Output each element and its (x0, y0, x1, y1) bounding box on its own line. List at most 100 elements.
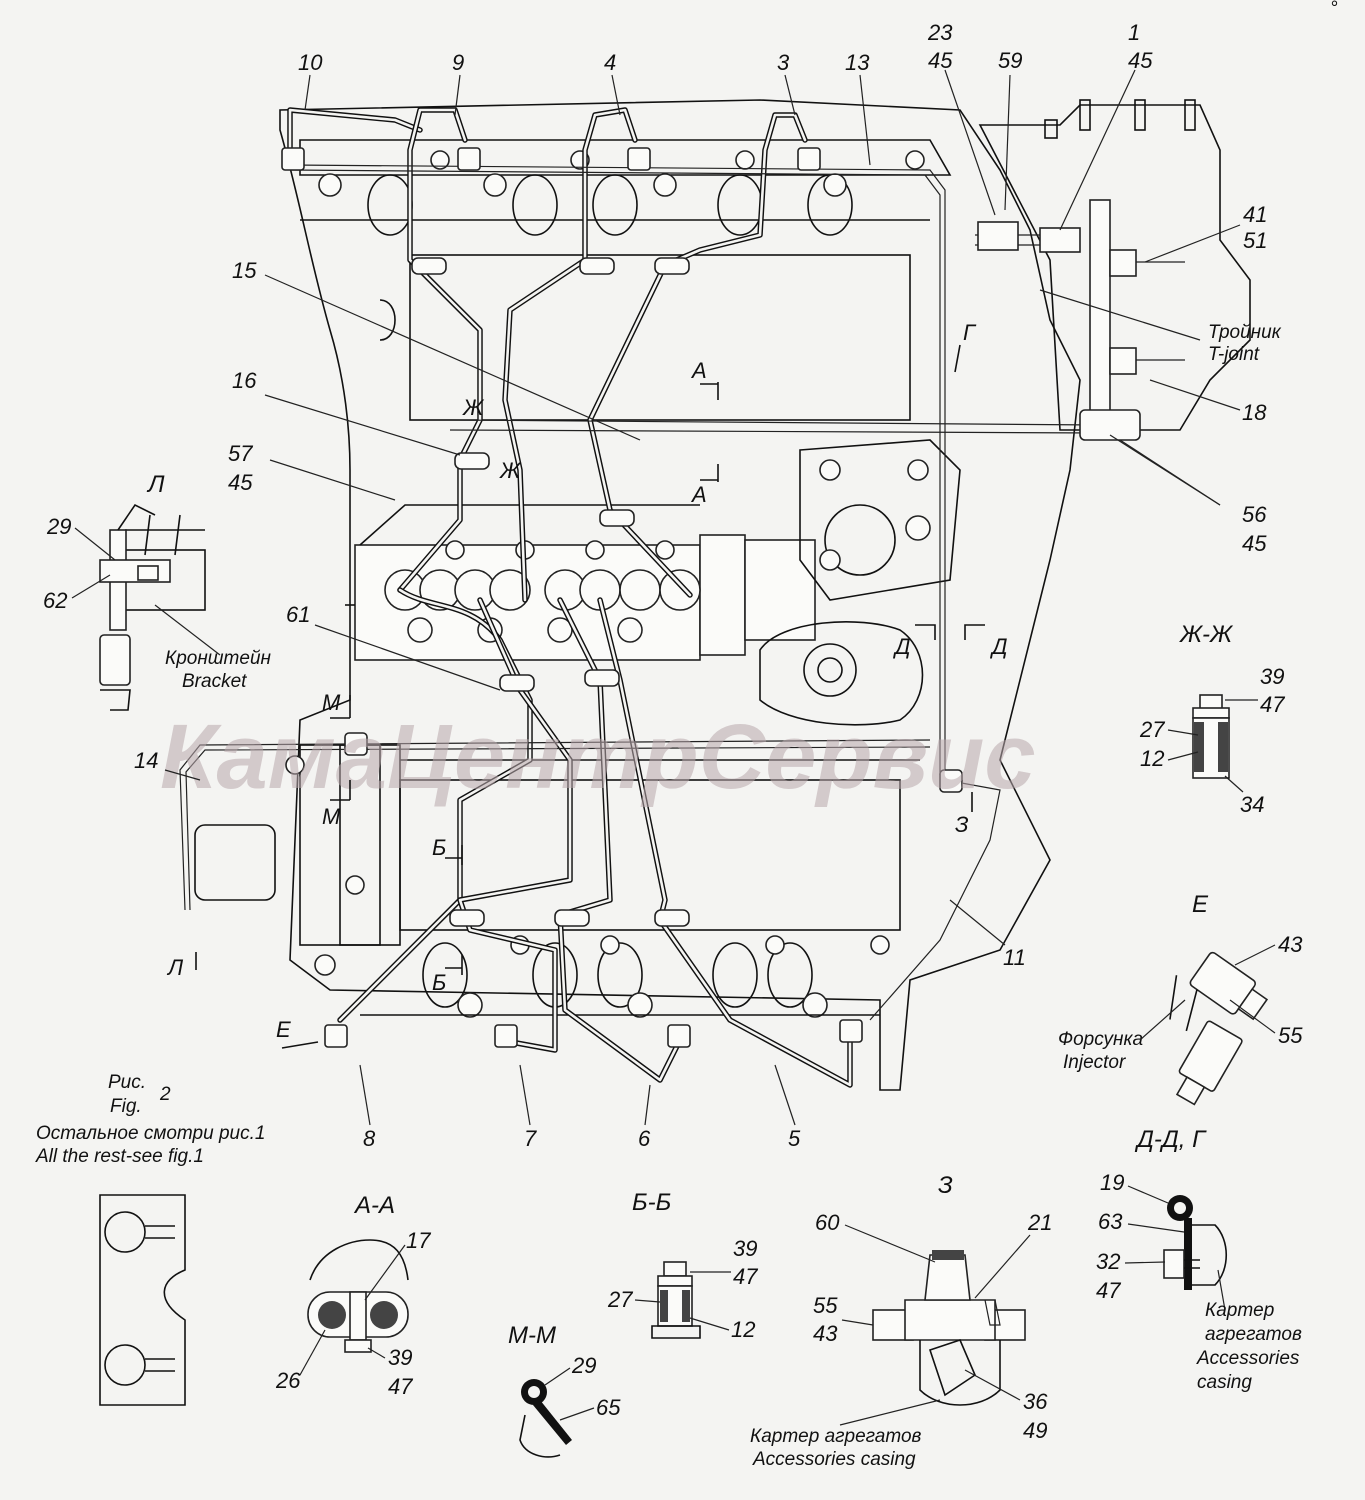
callout: 29 (46, 514, 71, 539)
callout: 5 (788, 1126, 801, 1151)
top-ports (367, 174, 853, 236)
callouts-top: 10 9 4 3 13 23 45 59 1 45 (298, 20, 1153, 75)
callout: 27 (607, 1287, 633, 1312)
section-a-top: А (690, 358, 707, 383)
view-caption-en: Accessories casing (752, 1449, 916, 1470)
top-bolts (318, 150, 925, 197)
callouts-left: 15 16 57 45 61 14 (134, 258, 310, 773)
callouts-bottom: 8 7 6 5 11 (363, 945, 1026, 1151)
callout: 55 (1278, 1023, 1303, 1048)
callout: 39 (1260, 664, 1284, 689)
callout: 51 (1243, 228, 1267, 253)
callout: 45 (928, 48, 953, 73)
view-e-injector: Е 43 55 Форсунка Injector (1058, 891, 1303, 1106)
watermark: КамаЦентрСервис (160, 706, 1035, 808)
callout: 8 (363, 1126, 376, 1151)
section-m-top: М (322, 690, 341, 715)
callout: 16 (232, 368, 257, 393)
callout: 45 (1128, 48, 1153, 73)
callout: 3 (777, 50, 790, 75)
section-d-right: Д (989, 634, 1008, 659)
section-markers: А А Г Д Д Ж Ж З Л М М Б Б Е (166, 320, 1008, 1049)
callout: 65 (596, 1395, 621, 1420)
view-z: З 60 21 55 43 36 49 Картер агрегатов Acc… (750, 1172, 1052, 1470)
view-caption-en: Bracket (182, 671, 247, 692)
callout: 27 (1139, 717, 1165, 742)
view-caption-ru: Картер агрегатов (750, 1426, 922, 1447)
callout: 47 (733, 1264, 758, 1289)
callout: 23 (927, 20, 953, 45)
callout: 39 (733, 1236, 757, 1261)
section-e: Е (276, 1017, 291, 1042)
view-a-a: А-А 17 26 39 47 (275, 1192, 431, 1399)
corner-mark: ° (1330, 0, 1338, 19)
callout: 9 (452, 50, 464, 75)
figure-caption: Рис. Fig. 2 Остальное смотри рис.1 All t… (35, 1072, 265, 1167)
callout: 45 (1242, 531, 1267, 556)
callout: 14 (134, 748, 158, 773)
section-l: Л (166, 955, 184, 980)
callout: 6 (638, 1126, 651, 1151)
fig-label-ru: Рис. (108, 1072, 146, 1093)
section-b-bottom: Б (432, 970, 446, 995)
callout: 43 (813, 1321, 838, 1346)
tjoint-ru: Тройник (1208, 322, 1282, 343)
view-l-bracket: Л 29 62 Кронштейн Bracket (43, 471, 272, 711)
callout: 62 (43, 588, 67, 613)
callout: 57 (228, 441, 253, 466)
callout: 18 (1242, 400, 1267, 425)
view-title: Е (1192, 891, 1209, 918)
fuel-injection-pump (345, 439, 961, 726)
bottom-ports (360, 935, 890, 1018)
callout: 56 (1242, 502, 1267, 527)
callout: 41 (1243, 202, 1267, 227)
callout: 60 (815, 1210, 840, 1235)
callout: 1 (1128, 20, 1140, 45)
pipe-clamps (344, 257, 963, 927)
fig-label-en: Fig. (110, 1096, 142, 1117)
view-caption-ru-1: Картер (1205, 1300, 1274, 1321)
section-b-top: Б (432, 835, 446, 860)
callout: 4 (604, 50, 616, 75)
fig-rest-en: All the rest-see fig.1 (35, 1146, 204, 1167)
callout: 59 (998, 48, 1022, 73)
callout: 32 (1096, 1249, 1120, 1274)
view-d-d-g: Д-Д, Г 19 63 32 47 Картер агрегатов Acce… (1096, 1126, 1302, 1393)
section-d-left: Д (892, 634, 911, 659)
tjoint-detail (99, 1194, 186, 1406)
section-z: З (955, 812, 969, 837)
view-title: А-А (353, 1192, 395, 1219)
view-title: Б-Б (632, 1189, 671, 1216)
callout: 47 (1260, 692, 1285, 717)
callout: 36 (1023, 1389, 1048, 1414)
callout: 12 (731, 1317, 755, 1342)
callout: 11 (1003, 945, 1026, 970)
view-title: М-М (508, 1322, 556, 1349)
injector-nuts (281, 147, 863, 1048)
leader-lines (164, 69, 1241, 1126)
callout: 47 (388, 1374, 413, 1399)
section-a-bottom: А (690, 482, 707, 507)
callout: 21 (1027, 1210, 1052, 1235)
callout: 61 (286, 602, 310, 627)
callout: 55 (813, 1293, 838, 1318)
callout: 49 (1023, 1418, 1047, 1443)
fuel-pipes (179, 107, 1185, 1088)
callout: 15 (232, 258, 257, 283)
callout: 19 (1100, 1170, 1124, 1195)
callouts-right: 41 51 18 56 45 Тройник T-joint (1208, 202, 1282, 556)
view-caption-en: Injector (1063, 1052, 1126, 1073)
callout: 34 (1240, 792, 1264, 817)
view-caption-en-1: Accessories (1196, 1348, 1300, 1369)
section-g: Г (963, 320, 977, 345)
view-zh-zh: Ж-Ж 39 47 27 12 34 (1139, 621, 1285, 817)
tjoint-en: T-joint (1208, 344, 1260, 365)
view-b-b: Б-Б 39 47 27 12 (607, 1189, 758, 1342)
callout: 45 (228, 470, 253, 495)
callout: 7 (524, 1126, 537, 1151)
callout: 39 (388, 1345, 412, 1370)
callout: 26 (275, 1368, 301, 1393)
fig-rest-ru: Остальное смотри рис.1 (36, 1123, 265, 1144)
view-title: З (938, 1172, 953, 1199)
